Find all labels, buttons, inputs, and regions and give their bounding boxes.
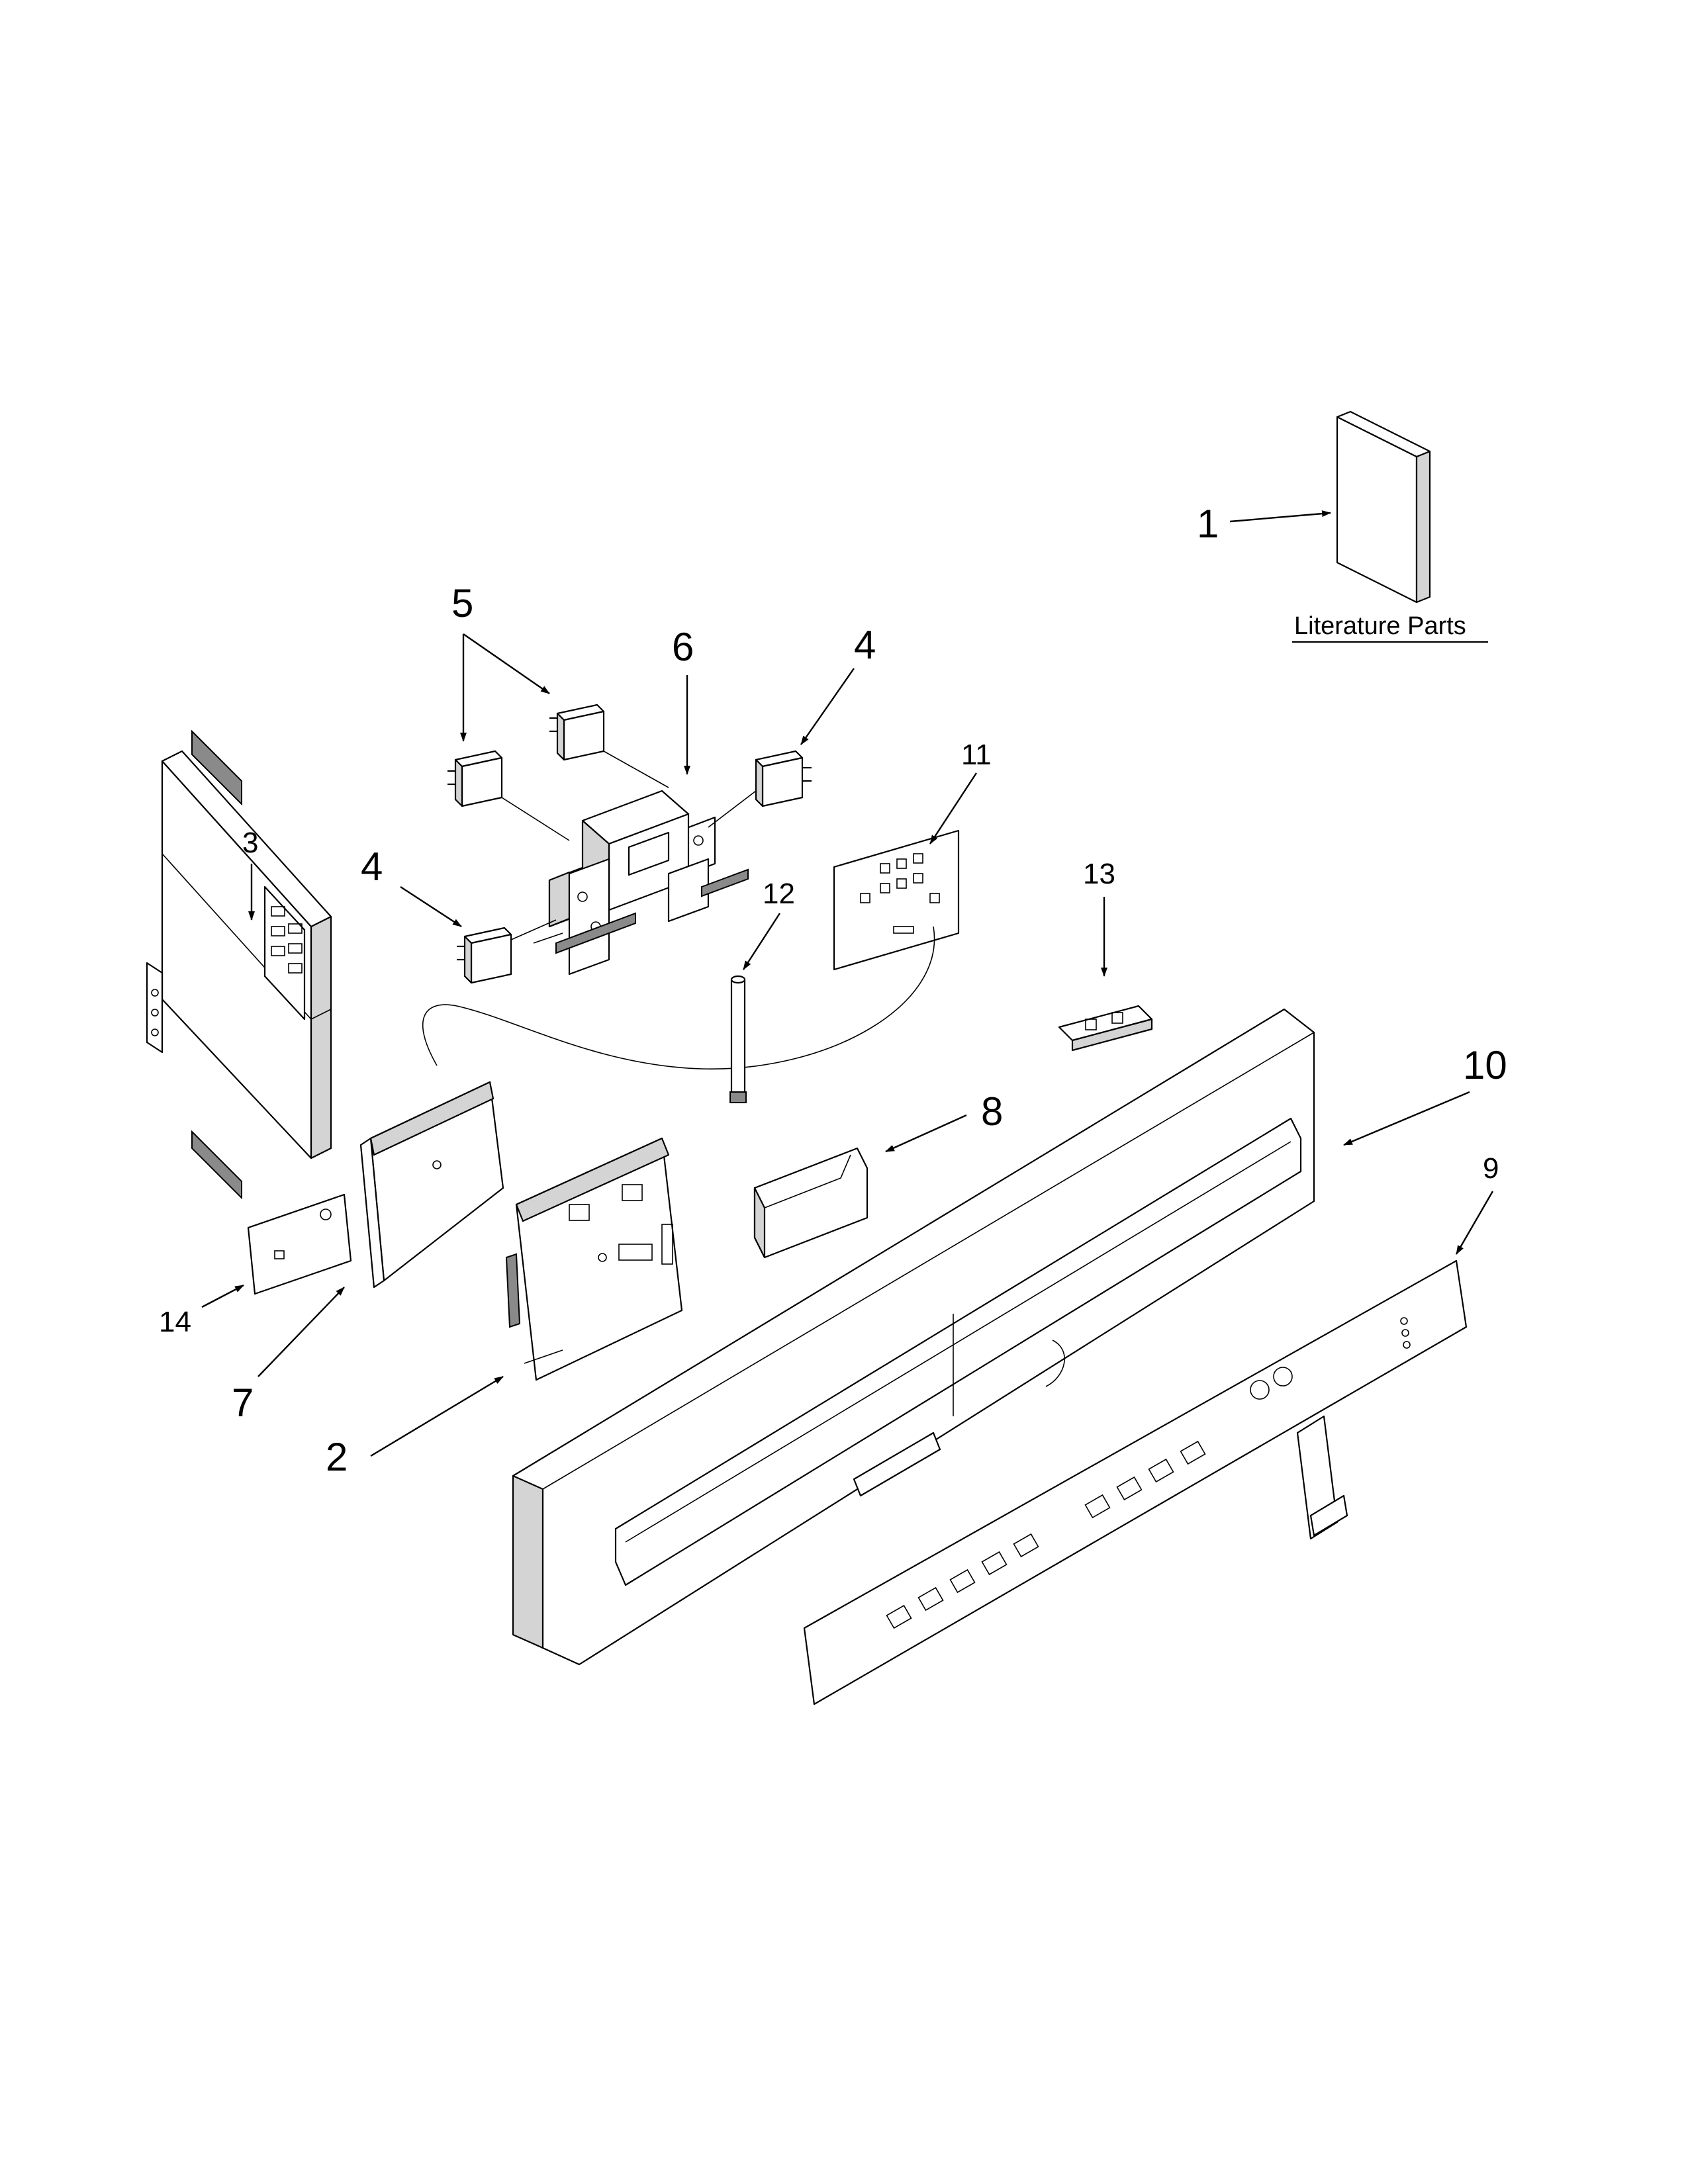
literature-parts-label: Literature Parts [1292, 612, 1488, 643]
part-10-console [512, 1008, 1315, 1666]
part-5-switch-lower [447, 750, 570, 841]
part-1-literature [1336, 410, 1431, 604]
part-11-board [422, 829, 960, 1069]
literature-label-text: Literature Parts [1294, 612, 1466, 640]
callout-7: 7 [232, 1381, 254, 1425]
part-7-panel [359, 1081, 504, 1289]
callout-1: 1 [1197, 502, 1219, 546]
callout-6: 6 [672, 625, 694, 669]
callout-12: 12 [763, 878, 795, 910]
part-14-plate [247, 1193, 352, 1295]
callout-11: 11 [961, 739, 992, 771]
part-13-connector [1058, 1005, 1153, 1052]
part-2-control-board [505, 1137, 683, 1381]
callout-2: 2 [326, 1435, 348, 1479]
callout-14: 14 [159, 1306, 191, 1338]
callout-9: 9 [1483, 1152, 1499, 1185]
callout-4-right: 4 [854, 623, 876, 667]
callout-5: 5 [451, 581, 473, 625]
part-9-overlay [803, 1259, 1468, 1706]
part-5-switch-top [549, 704, 669, 788]
callout-labels: 1 2 3 4 4 5 6 7 8 9 10 11 12 13 14 [159, 502, 1507, 1479]
callout-10: 10 [1463, 1043, 1507, 1087]
callout-8: 8 [981, 1089, 1003, 1134]
part-3-housing [146, 729, 332, 1200]
part-4-switch-right [708, 750, 812, 828]
part-8-handle-insert [753, 1147, 868, 1259]
part-6-bracket [533, 790, 749, 976]
callout-13: 13 [1083, 858, 1115, 890]
part-12-fuse [729, 975, 747, 1103]
callout-4-left: 4 [361, 844, 383, 889]
leader-lines [201, 510, 1494, 1457]
part-4-switch-left [457, 919, 557, 984]
callout-3: 3 [242, 827, 258, 859]
